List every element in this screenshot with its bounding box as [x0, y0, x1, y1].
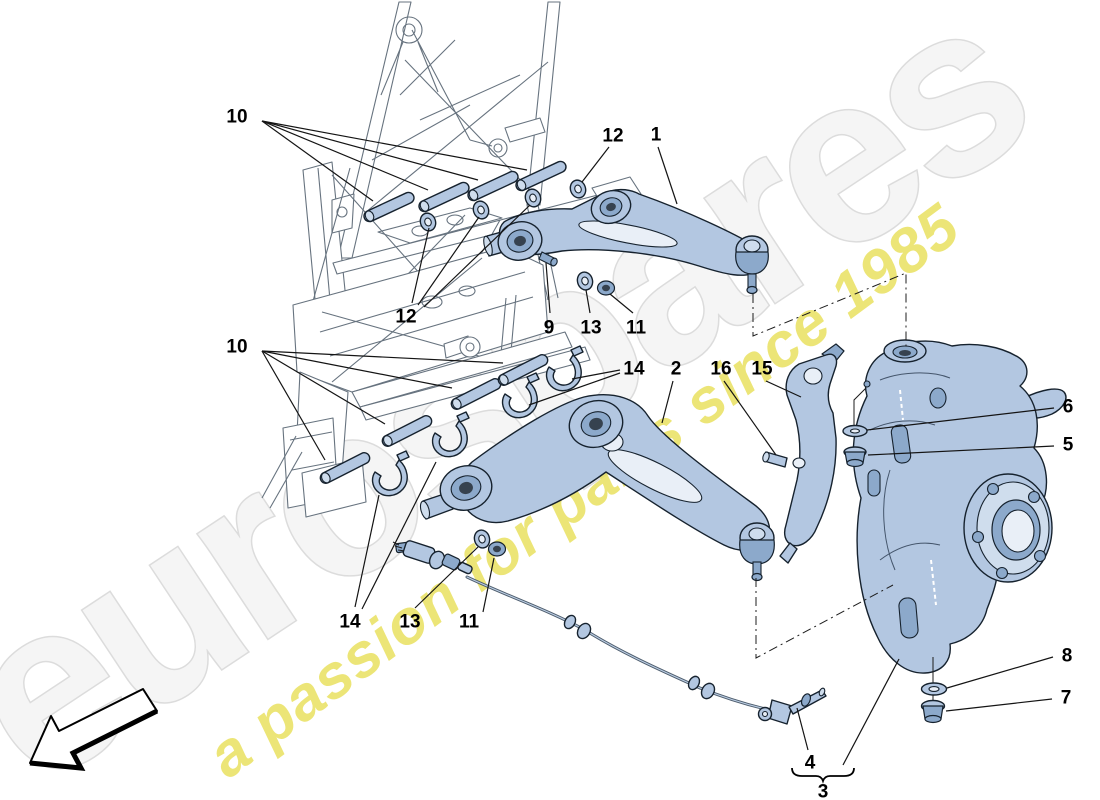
nut-7	[920, 695, 946, 724]
ball-stud-9	[538, 251, 558, 267]
callout-number: 1	[651, 125, 662, 146]
callout-11-upper: 11	[609, 293, 647, 339]
callout-12-mid: 12	[395, 204, 531, 328]
callout-number: 15	[751, 359, 773, 380]
leader-line	[261, 350, 504, 364]
callout-number: 10	[226, 337, 247, 358]
leader-line	[609, 293, 634, 314]
leader-line	[545, 262, 551, 314]
callout-number: 16	[710, 359, 731, 380]
leader-line	[261, 120, 479, 181]
leader-line	[796, 707, 809, 751]
leader-line	[528, 372, 621, 406]
leader-line	[261, 120, 429, 191]
lower-ball-joint	[739, 522, 775, 582]
callout-16: 16	[710, 359, 777, 456]
bracket-15	[779, 343, 845, 564]
callout-5: 5	[867, 435, 1074, 456]
callout-6: 6	[866, 397, 1074, 431]
nut-5	[843, 446, 867, 468]
nut-11-upper	[596, 280, 616, 296]
callout-13-lower: 13	[399, 546, 479, 633]
callout-13-upper: 13	[580, 289, 602, 339]
callout-number: 11	[626, 318, 647, 339]
callout-number: 2	[671, 359, 682, 380]
callout-number: 14	[339, 612, 361, 633]
callout-14-upper: 14	[528, 359, 645, 406]
lower-wishbone-arm	[419, 394, 775, 582]
callout-2: 2	[661, 359, 682, 424]
callout-9: 9	[544, 262, 555, 339]
callout-number: 12	[395, 307, 416, 328]
abs-sensor	[392, 540, 473, 575]
upper-ball-joint	[735, 235, 769, 295]
callout-layer: 10 12 1 12 9 13 11 10 14 2 16 15 6 5 14 13 11 8 7 43	[226, 107, 1073, 800]
leader-line	[414, 546, 479, 609]
callout-number: 5	[1063, 435, 1074, 456]
callout-number: 13	[399, 612, 420, 633]
group-brace	[791, 767, 855, 784]
callout-number: 11	[459, 612, 480, 633]
pin-16	[762, 451, 788, 468]
callout-7: 7	[945, 688, 1072, 712]
callout-1: 1	[651, 125, 678, 205]
upper-wishbone-arm	[483, 188, 769, 295]
callout-number: 4	[805, 753, 816, 774]
leader-line	[261, 350, 326, 461]
abs-sensor-cable	[392, 540, 827, 725]
leader-line	[423, 204, 531, 308]
leader-line	[571, 369, 621, 380]
leader-line	[867, 445, 1055, 456]
leader-line	[261, 350, 386, 425]
callout-8: 8	[946, 646, 1073, 689]
callout-3: 3	[818, 658, 900, 800]
callout-number: 8	[1062, 646, 1073, 667]
callout-4: 4	[796, 707, 816, 774]
hub-flange	[963, 473, 1053, 583]
leader-line	[866, 407, 1055, 431]
leader-line	[417, 216, 480, 306]
steering-knuckle	[852, 339, 1067, 674]
callout-10-upper: 10	[226, 107, 528, 202]
callout-11-lower: 11	[459, 557, 495, 633]
callout-number: 12	[602, 126, 623, 147]
callout-15: 15	[751, 359, 802, 398]
leader-line	[765, 380, 802, 398]
direction-arrow-icon	[29, 688, 159, 771]
nut-11-lower	[487, 541, 507, 557]
callout-number: 13	[580, 318, 601, 339]
alignment-lines	[752, 272, 907, 659]
leader-line	[945, 698, 1053, 712]
leader-line	[585, 289, 591, 314]
leader-line	[261, 120, 374, 202]
callout-number: 6	[1063, 397, 1074, 418]
callout-14-lower: 14	[339, 461, 437, 633]
callout-number: 9	[544, 318, 555, 339]
leader-line	[581, 146, 610, 183]
leader-line	[723, 380, 777, 456]
leader-line	[946, 656, 1054, 689]
leader-line	[661, 380, 674, 424]
leader-line	[361, 461, 437, 610]
leader-line	[657, 146, 678, 205]
washer-8	[920, 682, 948, 696]
leader-line	[354, 494, 380, 608]
callout-number: 7	[1061, 688, 1072, 709]
knuckle-top-bushing	[883, 339, 927, 363]
callout-12-upper: 12	[581, 126, 624, 183]
leader-line	[842, 658, 900, 766]
washer-6	[842, 424, 868, 438]
leader-line	[261, 350, 453, 389]
callout-number: 3	[818, 782, 829, 800]
callout-10-lower: 10	[226, 337, 504, 461]
callout-number: 10	[226, 107, 247, 128]
sensor-end-bracket	[757, 687, 827, 725]
leader-line	[261, 120, 528, 171]
leader-line	[482, 557, 495, 613]
leader-line	[411, 227, 430, 304]
callout-number: 14	[623, 359, 645, 380]
